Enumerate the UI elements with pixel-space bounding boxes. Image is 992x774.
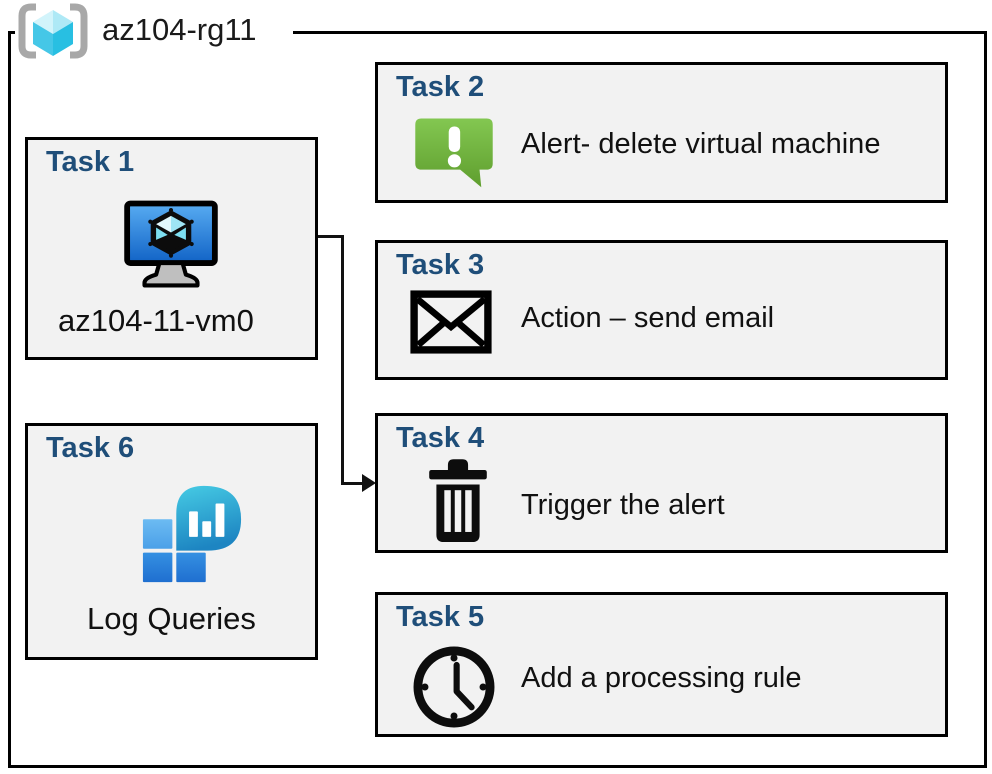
resource-group-frame bbox=[8, 31, 987, 768]
task-4-label: Trigger the alert bbox=[521, 489, 725, 521]
task-2-box: Task 2 Alert- delete virtual machine bbox=[375, 62, 948, 203]
task-5-label: Add a processing rule bbox=[521, 662, 802, 694]
task-4-title: Task 4 bbox=[396, 422, 485, 454]
task-2-title: Task 2 bbox=[396, 71, 485, 103]
connector-line-vertical bbox=[341, 235, 344, 485]
task-6-box: Task 6 Log Queries bbox=[25, 423, 318, 660]
email-envelope-icon bbox=[410, 290, 492, 354]
trash-bin-icon bbox=[429, 459, 487, 543]
clock-icon bbox=[413, 646, 495, 728]
task-5-title: Task 5 bbox=[396, 601, 485, 633]
alert-message-icon bbox=[415, 118, 493, 188]
resource-group-name: az104-rg11 bbox=[102, 12, 257, 47]
task-1-box: Task 1 az104-11-vm0 bbox=[25, 137, 318, 360]
task-5-box: Task 5 Add a processing rule bbox=[375, 592, 948, 737]
task-2-label: Alert- delete virtual machine bbox=[521, 128, 881, 160]
task-4-box: Task 4 Trigger the alert bbox=[375, 413, 948, 553]
task-6-title: Task 6 bbox=[46, 432, 135, 464]
task-6-label: Log Queries bbox=[87, 601, 256, 636]
task-1-label: az104-11-vm0 bbox=[58, 303, 254, 338]
task-3-box: Task 3 Action – send email bbox=[375, 240, 948, 380]
arrow-head-icon bbox=[362, 474, 376, 492]
task-1-title: Task 1 bbox=[46, 146, 135, 178]
resource-group-icon bbox=[18, 3, 88, 59]
log-analytics-icon bbox=[142, 485, 242, 583]
task-3-label: Action – send email bbox=[521, 302, 775, 334]
task-3-title: Task 3 bbox=[396, 249, 485, 281]
connector-line-horizontal-bottom bbox=[341, 482, 365, 485]
virtual-machine-icon bbox=[124, 200, 218, 288]
